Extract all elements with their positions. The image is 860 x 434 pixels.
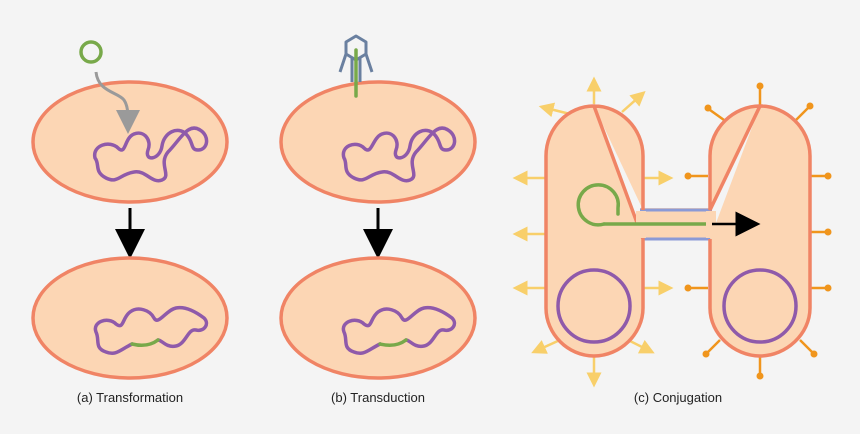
panel-conjugation (512, 76, 832, 388)
caption-transduction: (b) Transduction (331, 390, 425, 405)
caption-transformation: (a) Transformation (76, 390, 184, 405)
integrated-donor-dna (378, 338, 408, 347)
bacterial-cell (31, 256, 229, 380)
transduction-before (279, 34, 477, 204)
transformation-before (31, 40, 229, 204)
donor-cell (544, 104, 714, 358)
transformation-after (31, 256, 229, 380)
panel-transformation (31, 40, 229, 380)
recipient-pili (684, 82, 832, 380)
integrated-donor-dna (130, 338, 160, 347)
chromosome (556, 268, 632, 344)
caption-conjugation: (c) Conjugation (633, 390, 723, 405)
donor-pili (512, 76, 674, 388)
bacterial-cell (279, 256, 477, 380)
chromosome (722, 268, 798, 344)
recombined-dna (341, 305, 457, 356)
plasmid (576, 183, 620, 227)
chromosomal-dna (93, 126, 209, 183)
bacterial-cell (279, 80, 477, 204)
chromosomal-dna (341, 126, 457, 183)
panel-transduction (279, 34, 477, 380)
recombined-dna (93, 305, 209, 356)
bacterial-cell (31, 80, 229, 204)
transduction-after (279, 256, 477, 380)
bacteriophage-icon (338, 34, 374, 98)
uptake-arrow (94, 71, 140, 134)
free-dna-fragment (79, 40, 103, 64)
recipient-cell (706, 104, 812, 358)
